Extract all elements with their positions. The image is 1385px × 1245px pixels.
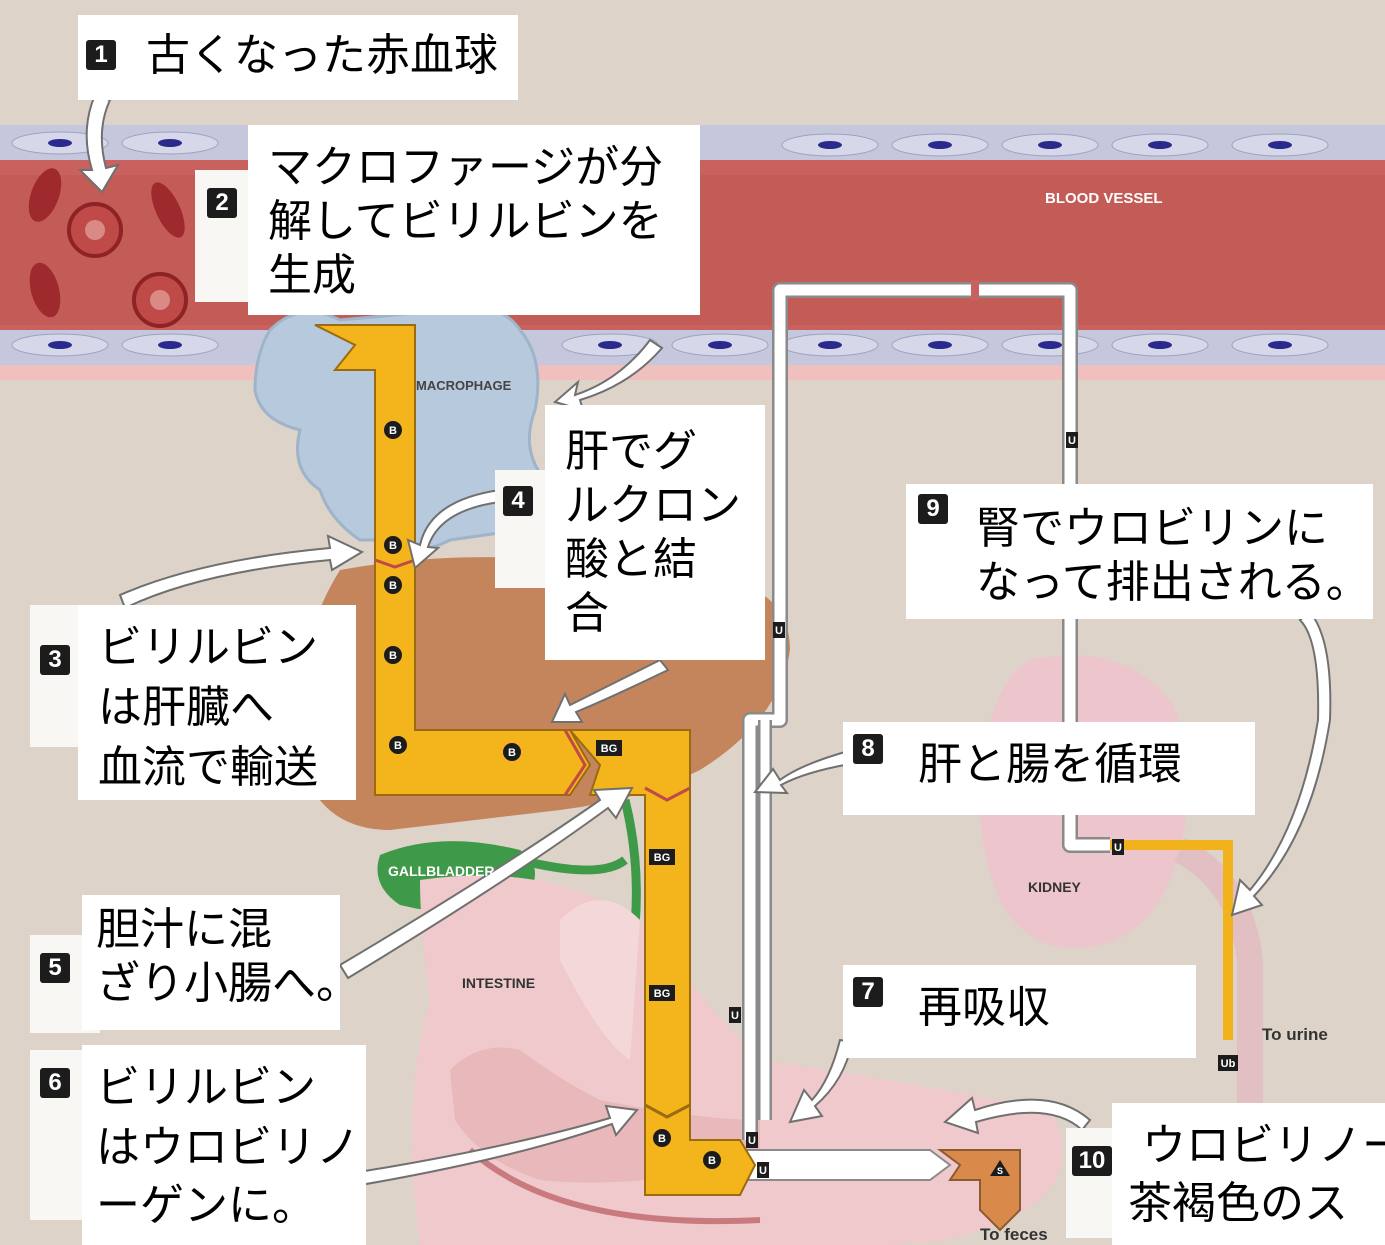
step-6-line-1: ビリルビン	[96, 1062, 316, 1113]
label-macrophage: MACROPHAGE	[416, 378, 512, 393]
marker-bg-label: BG	[654, 988, 671, 1000]
urine-channel	[1110, 840, 1233, 1040]
step-2-number: 2	[207, 188, 237, 218]
red-blood-cells	[28, 168, 188, 328]
step-10-callout: ウロビリノー 茶褐色のス	[1112, 1103, 1385, 1245]
step-2-callout: マクロファージが分 解してビリルビンを 生成	[248, 125, 700, 315]
marker-bilirubin	[653, 1129, 671, 1147]
step-6-number: 6	[40, 1068, 70, 1098]
step-3-callout: ビリルビン は肝臓へ 血流で輸送	[78, 605, 356, 800]
marker-bilirubin	[384, 646, 402, 664]
bilirubin-pathway	[314, 324, 757, 1196]
step-5-callout: 胆汁に混 ざり小腸へ。	[82, 895, 360, 1030]
step-7-number: 7	[853, 977, 883, 1007]
marker-bg-label: BG	[654, 852, 671, 864]
marker-bilirubin	[503, 743, 521, 761]
endothelial-cells	[11, 131, 1329, 357]
marker-u	[757, 1162, 769, 1178]
marker-bilirubin-label: B	[389, 540, 397, 552]
step-3-line-1: ビリルビン	[98, 622, 318, 673]
marker-bilirubin	[389, 736, 407, 754]
marker-u	[746, 1132, 758, 1148]
step-1-callout: 1 古くなった赤血球	[78, 15, 518, 100]
step-3-number: 3	[40, 645, 70, 675]
marker-bilirubin-label: B	[658, 1133, 666, 1145]
marker-ub	[1218, 1055, 1238, 1071]
step-3-line-3: 血流で輸送	[98, 742, 318, 793]
marker-bilirubin-label: B	[389, 650, 397, 662]
marker-bilirubin-label: B	[389, 580, 397, 592]
step-1-number: 1	[86, 40, 116, 70]
step-2-line-1: マクロファージが分	[268, 142, 664, 193]
marker-bilirubin	[384, 421, 402, 439]
step-9-line-1: 腎でウロビリンに	[976, 503, 1328, 554]
marker-bilirubin	[703, 1151, 721, 1169]
step-6-callout: ビリルビン はウロビリノ ーゲンに。	[82, 1045, 366, 1245]
step-4-callout: 肝でグ ルクロン 酸と結 合	[545, 405, 765, 660]
step-7-callout: 7 再吸収	[843, 965, 1196, 1058]
step-7-text: 再吸収	[918, 982, 1050, 1033]
marker-u-label: U	[759, 1165, 767, 1177]
marker-s	[990, 1160, 1010, 1176]
marker-u	[773, 622, 785, 638]
step-4-line-2: ルクロン	[565, 480, 741, 531]
pathway-markers: B B B B B B B B BG BG BG U U U U U U UbS	[384, 421, 1238, 1178]
marker-u-label: U	[1068, 435, 1076, 447]
step-5-line-2: ざり小腸へ。	[96, 958, 360, 1009]
step-6-line-2: はウロビリノ	[96, 1122, 360, 1173]
marker-u-label: U	[731, 1010, 739, 1022]
step-10-number: 10	[1072, 1146, 1112, 1176]
step-1-text: 古くなった赤血球	[146, 30, 498, 81]
step-8-callout: 8 肝と腸を循環	[843, 722, 1255, 815]
marker-s-label: S	[997, 1166, 1003, 1176]
step-3-line-2: は肝臓へ	[98, 682, 274, 733]
marker-bilirubin-label: B	[394, 740, 402, 752]
pointer-arrows	[77, 93, 1332, 1190]
step-4-number: 4	[503, 486, 533, 516]
step-4-line-1: 肝でグ	[565, 426, 697, 477]
marker-bilirubin-label: B	[708, 1155, 716, 1167]
step-8-text: 肝と腸を循環	[918, 739, 1182, 790]
marker-u	[1066, 432, 1078, 448]
step-2-line-3: 生成	[268, 250, 356, 301]
marker-u	[1112, 839, 1124, 855]
marker-bg	[649, 849, 675, 865]
marker-u-label: U	[775, 625, 783, 637]
step-6-line-3: ーゲンに。	[96, 1180, 316, 1231]
marker-bilirubin	[384, 536, 402, 554]
marker-bilirubin-label: B	[508, 747, 516, 759]
step-9-number: 9	[918, 494, 948, 524]
marker-bg	[649, 985, 675, 1001]
step-9-line-2: なって排出される。	[976, 557, 1370, 608]
step-2-line-2: 解してビリルビンを	[268, 196, 663, 247]
label-to-urine: To urine	[1262, 1025, 1328, 1044]
step-8-number: 8	[853, 734, 883, 764]
marker-bg-label: BG	[601, 743, 618, 755]
marker-bilirubin	[384, 576, 402, 594]
step-10-line-1: ウロビリノー	[1142, 1120, 1385, 1171]
step-5-line-1: 胆汁に混	[96, 904, 272, 955]
label-intestine: INTESTINE	[462, 975, 535, 991]
label-to-feces: To feces	[980, 1225, 1048, 1244]
marker-u-label: U	[748, 1135, 756, 1147]
marker-bg	[596, 740, 622, 756]
step-2-tab: 2	[195, 170, 255, 302]
step-4-line-3: 酸と結	[565, 534, 697, 585]
marker-bilirubin-label: B	[389, 425, 397, 437]
marker-u	[729, 1007, 741, 1023]
label-blood-vessel: BLOOD VESSEL	[1045, 190, 1163, 207]
label-gallbladder: GALLBLADDER	[388, 863, 495, 879]
step-4-line-4: 合	[565, 588, 609, 639]
label-kidney: KIDNEY	[1028, 879, 1082, 895]
step-9-callout: 9 腎でウロビリンに なって排出される。	[906, 484, 1373, 619]
marker-u-label: U	[1114, 842, 1122, 854]
step-5-number: 5	[40, 953, 70, 983]
step-10-line-2: 茶褐色のス	[1128, 1178, 1348, 1229]
marker-ub-label: Ub	[1221, 1058, 1236, 1070]
